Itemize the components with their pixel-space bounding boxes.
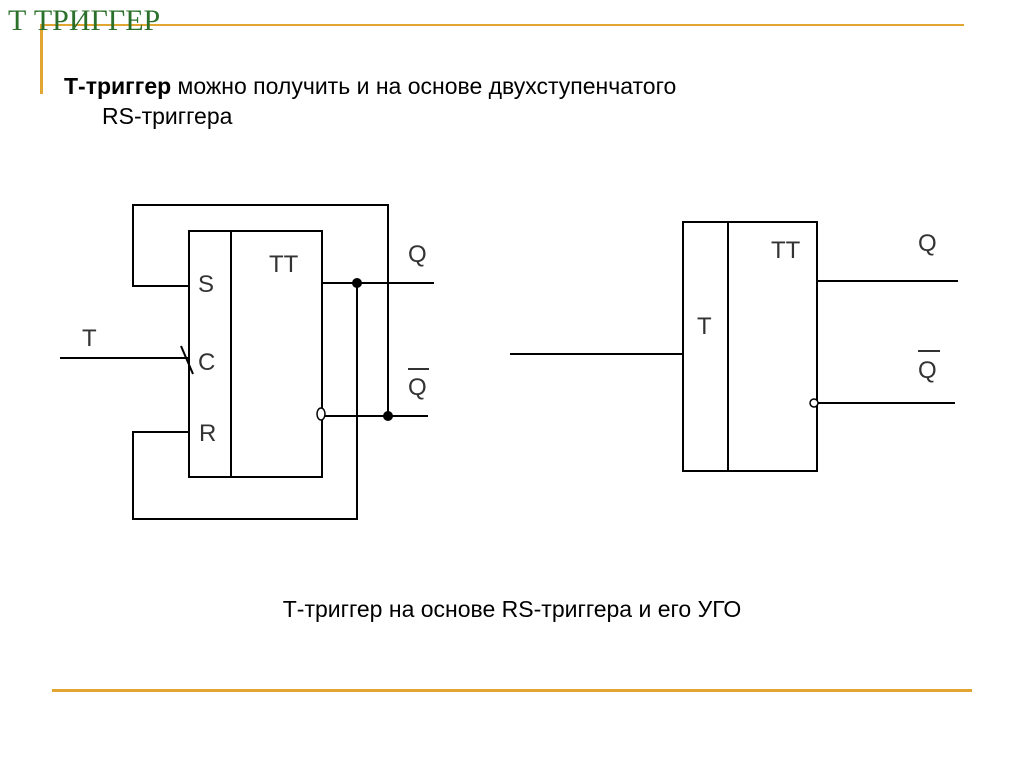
left-flipflop-box <box>188 230 323 478</box>
s-input-label: S <box>198 271 214 298</box>
intro-rest: можно получить и на основе двухступенчат… <box>171 73 677 99</box>
left-rule <box>40 24 43 94</box>
left-inversion-circle <box>316 407 326 421</box>
right-t-label: T <box>697 313 712 340</box>
intro-bold-term: Т-триггер <box>64 73 172 99</box>
left-qbar-label: Q <box>408 374 427 401</box>
right-inversion-circle <box>809 398 819 408</box>
r-input-label: R <box>199 420 216 447</box>
bottom-rule <box>52 689 972 692</box>
right-qbar-label: Q <box>918 357 937 384</box>
left-block-label: TT <box>269 251 299 278</box>
qbar-junction-dot <box>383 411 393 421</box>
c-input-label: C <box>198 349 215 376</box>
intro-text: Т-триггер можно получить и на основе дву… <box>64 71 884 131</box>
left-q-label: Q <box>408 241 427 268</box>
right-block-label: TT <box>771 237 801 264</box>
top-rule <box>44 24 964 26</box>
t-input-label: T <box>82 325 97 352</box>
figure-caption: Т-триггер на основе RS-триггера и его УГ… <box>0 596 1024 623</box>
intro-line2: RS-триггера <box>102 103 233 129</box>
bottom-feedback-wire <box>132 283 358 520</box>
right-q-label: Q <box>918 230 937 257</box>
right-flipflop-box <box>682 221 818 472</box>
figure-caption-text: Т-триггер на основе RS-триггера и его УГ… <box>282 596 742 622</box>
top-feedback-wire <box>132 204 389 416</box>
left-circuit: T S C R TT Q Q <box>60 204 434 520</box>
right-circuit: T TT Q Q <box>510 221 958 472</box>
slide-title: Т ТРИГГЕР <box>8 4 161 37</box>
clock-edge-marker <box>180 345 194 375</box>
q-junction-dot <box>352 278 362 288</box>
